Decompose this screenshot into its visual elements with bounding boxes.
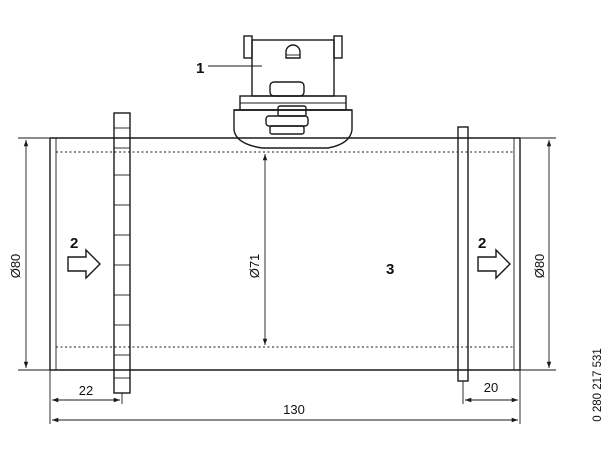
callout-flow-right: 2 — [478, 235, 486, 252]
connector-body — [243, 35, 343, 97]
svg-text:20: 20 — [484, 380, 498, 395]
svg-text:Ø80: Ø80 — [8, 254, 23, 279]
callout-tube: 3 — [386, 261, 394, 278]
flow-arrow-right-icon — [477, 248, 511, 280]
svg-text:Ø80: Ø80 — [532, 254, 547, 279]
dimension-diameter-right: Ø80 — [520, 137, 556, 371]
svg-text:130: 130 — [283, 402, 305, 417]
dimension-length-left: 22 — [49, 370, 123, 424]
tube-body — [49, 137, 521, 371]
inner-bore-lines — [56, 151, 514, 348]
callout-flow-left: 2 — [70, 235, 78, 252]
dimension-length-total: 130 — [52, 402, 518, 423]
dimension-diameter-inner: Ø71 — [247, 154, 268, 345]
flow-arrow-left-icon — [67, 248, 101, 280]
callout-connector: 1 — [196, 60, 204, 77]
dimension-length-right: 20 — [462, 370, 521, 424]
dimension-diameter-left: Ø80 — [8, 137, 50, 371]
svg-text:22: 22 — [79, 383, 93, 398]
right-flange — [457, 126, 469, 382]
svg-text:Ø71: Ø71 — [247, 254, 262, 279]
part-number: 0 280 217 531 — [592, 348, 604, 422]
sensor-element — [265, 105, 309, 135]
left-flange — [113, 112, 131, 394]
sensor-housing — [233, 81, 353, 149]
